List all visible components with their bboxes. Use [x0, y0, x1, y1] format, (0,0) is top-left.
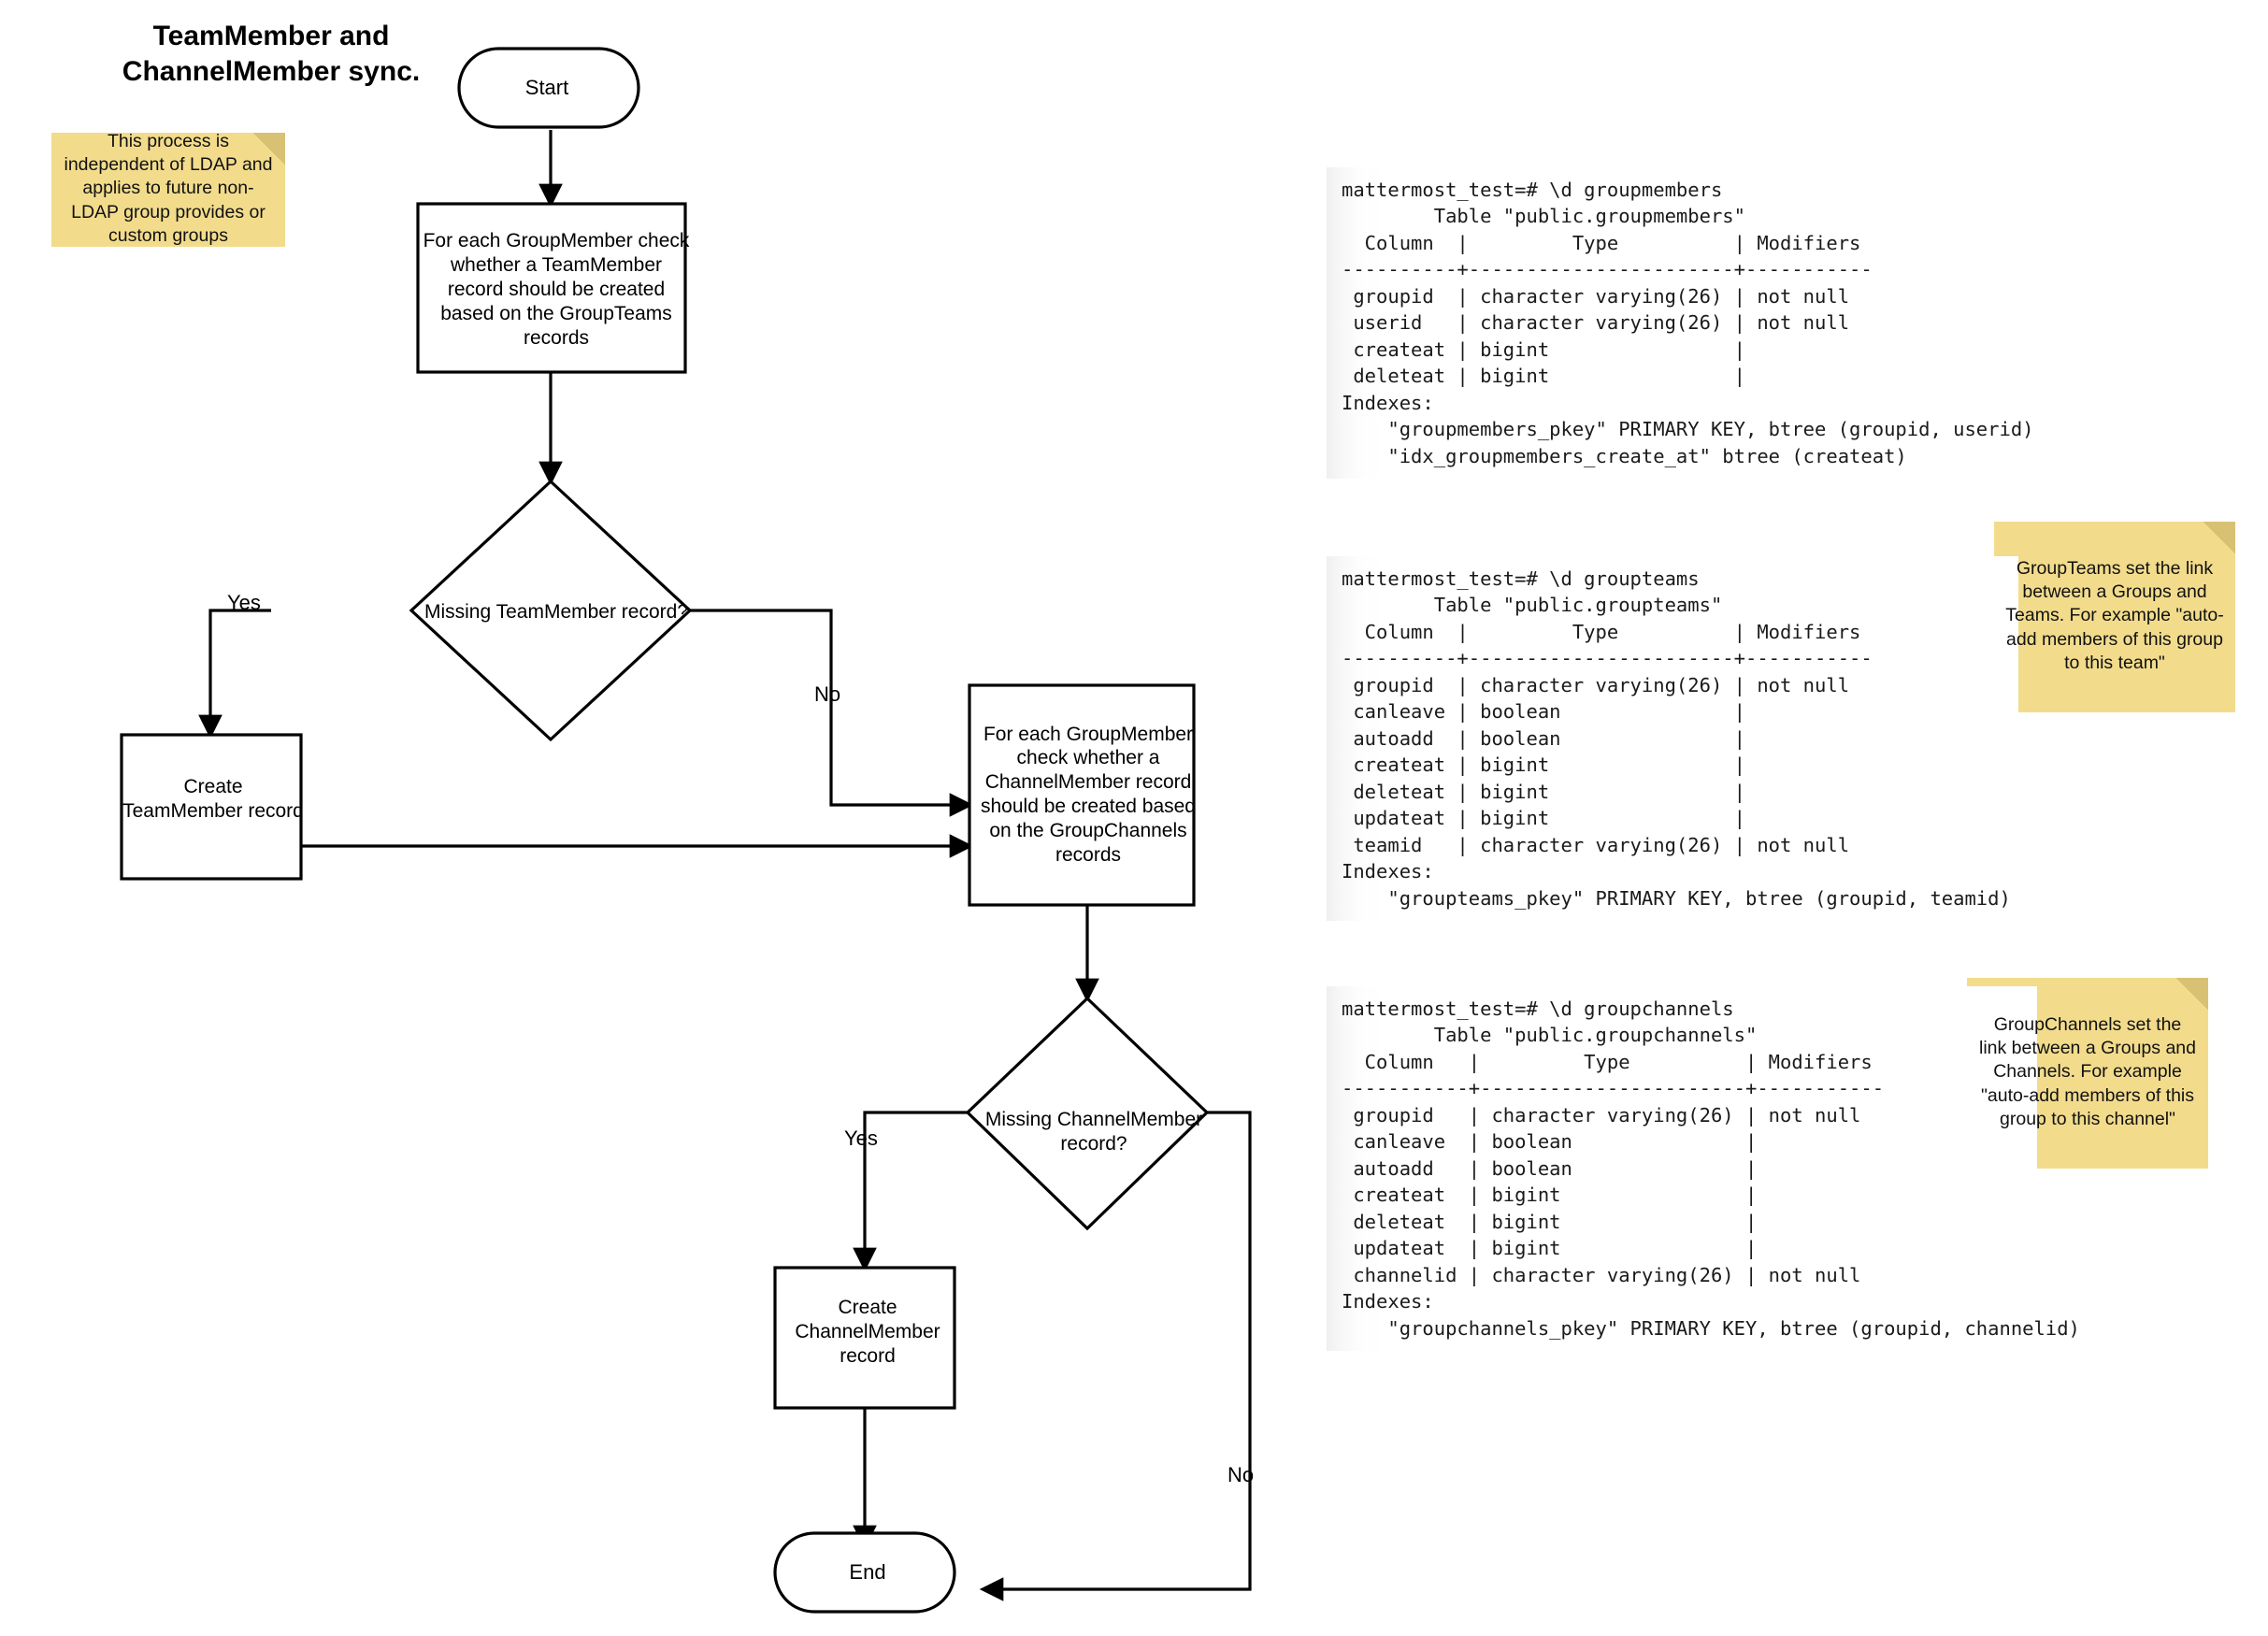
sticky-note-ldap-text: This process is independent of LDAP and …: [64, 130, 273, 247]
edge-decision2-yes: [853, 1111, 968, 1272]
edge-label-yes-teammember: Yes: [227, 591, 261, 614]
edge-decision1-no: [690, 609, 974, 817]
node-end: [773, 1531, 956, 1614]
edge-label-no-channelmember: No: [1227, 1463, 1255, 1486]
terminal-output-groupmembers: mattermost_test=# \d groupmembers Table …: [1327, 166, 2034, 479]
edge-decision2-no: [979, 1111, 1252, 1601]
page-title-line1: TeamMember and: [152, 21, 390, 51]
sticky-fold-line-icon: [253, 133, 285, 165]
edge-label-yes-channelmember: Yes: [844, 1127, 878, 1150]
edge-decision1-yes: [198, 609, 271, 739]
node-decision-channelmember: [965, 996, 1210, 1231]
sticky-fold-line-icon: [2176, 978, 2208, 1010]
terminal-output-groupchannels: mattermost_test=# \d groupchannels Table…: [1327, 985, 2080, 1351]
node-start: [457, 47, 640, 129]
node-create-teammember: [120, 733, 303, 881]
terminal-output-groupteams: mattermost_test=# \d groupteams Table "p…: [1327, 555, 2018, 921]
nodes: [120, 47, 1210, 1614]
sticky-note-groupchannels-text: GroupChannels set the link between a Gro…: [1979, 1013, 2196, 1130]
sticky-fold-line-icon: [2203, 522, 2235, 553]
edge-label-no-teammember: No: [814, 682, 841, 706]
sticky-note-groupteams-text: GroupTeams set the link between a Groups…: [2005, 557, 2224, 674]
sticky-note-groupteams: GroupTeams set the link between a Groups…: [1994, 522, 2235, 712]
sticky-note-ldap: This process is independent of LDAP and …: [51, 130, 285, 247]
connectors: [198, 130, 1252, 1601]
node-decision-teammember: [409, 479, 693, 742]
node-create-channelmember: [773, 1266, 956, 1410]
node-process-teammember: [416, 202, 687, 374]
page-title: TeamMember and ChannelMember sync.: [75, 19, 467, 91]
node-process-channelmember: [968, 683, 1196, 907]
page-title-line2: ChannelMember sync.: [122, 56, 421, 88]
